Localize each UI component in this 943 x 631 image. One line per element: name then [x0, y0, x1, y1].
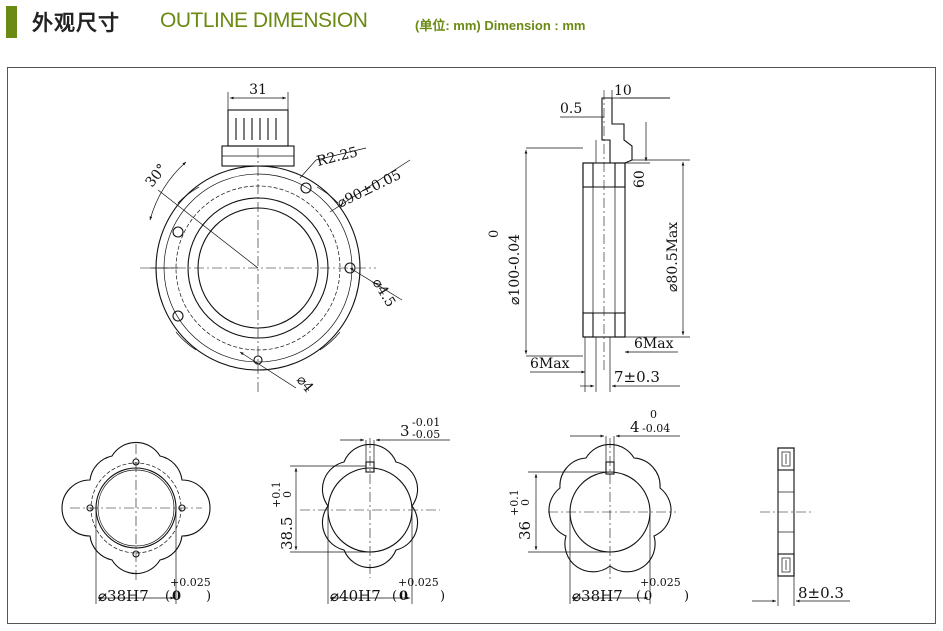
- v3-tol-lower: 0: [644, 589, 652, 604]
- bottom-view-3: 4 0 -0.04 36 +0.1 0 ⌀38H7 +0.025 ( 0 ): [508, 408, 689, 605]
- v2-height-tol-upper: +0.1: [270, 481, 283, 508]
- dim-top-offset: 0.5: [560, 101, 582, 117]
- svg-text:): ): [440, 589, 445, 604]
- dim-outer-dia-tol: 0: [487, 230, 502, 238]
- v3-height-tol-upper: +0.1: [508, 489, 521, 516]
- bottom-view-2: 3 -0.01 -0.05 38.5 +0.1 0 ⌀40H7 +0.025 (…: [270, 416, 450, 605]
- bottom-view-4: 8±0.3: [752, 447, 850, 606]
- dim-width-31: 31: [249, 82, 267, 98]
- side-view: 10 0.5 0 ⌀100-0.04 60 ⌀80.5Max 6Max 6Max…: [487, 83, 690, 392]
- dim-angle: 30°: [143, 161, 171, 190]
- drawing-frame: [7, 67, 936, 624]
- v4-thickness: 8±0.3: [798, 584, 844, 602]
- dim-hole-dia: ⌀4.5: [369, 276, 399, 311]
- v3-key-width: 4: [630, 418, 640, 436]
- title-accent-bar: [6, 6, 17, 38]
- dim-top-width: 10: [614, 83, 632, 99]
- unit-note: (单位: mm) Dimension : mm: [415, 18, 586, 33]
- svg-text:): ): [684, 589, 689, 604]
- svg-text:(: (: [392, 589, 397, 604]
- v3-height: 36: [516, 521, 534, 540]
- v3-key-tol-lower: -0.04: [642, 422, 670, 435]
- front-view: 31 R2.25 ⌀90±0.05 ⌀4.5 30°: [140, 82, 411, 396]
- header: 外观尺寸 OUTLINE DIMENSION (单位: mm) Dimensio…: [0, 0, 943, 46]
- v2-key-width: 3: [400, 422, 410, 440]
- title-chinese: 外观尺寸: [32, 11, 120, 35]
- v2-bore: ⌀40H7: [330, 587, 381, 605]
- v2-height: 38.5: [278, 517, 296, 550]
- dim-left-max: 6Max: [530, 356, 570, 372]
- svg-text:(: (: [636, 589, 641, 604]
- dim-small-hole: ⌀4: [293, 372, 316, 396]
- hole-top-right: [300, 182, 312, 194]
- dim-thickness: 7±0.3: [614, 368, 660, 386]
- v1-tol-upper: +0.025: [170, 576, 211, 589]
- svg-text:): ): [206, 589, 211, 604]
- dim-inner-height: 60: [632, 170, 648, 188]
- svg-text:(: (: [165, 589, 170, 604]
- title-english: OUTLINE DIMENSION: [160, 9, 368, 32]
- v3-height-tol-lower: 0: [519, 499, 532, 506]
- dim-radius: R2.25: [315, 144, 359, 170]
- v1-tol-lower: 0: [172, 589, 181, 604]
- v3-tol-upper: +0.025: [640, 576, 681, 589]
- v2-key-tol-upper: -0.01: [412, 416, 440, 429]
- dim-max-dia: ⌀80.5Max: [665, 222, 681, 292]
- v2-tol-upper: +0.025: [398, 576, 439, 589]
- dim-bolt-circle: ⌀90±0.05: [335, 167, 404, 212]
- v2-key-tol-lower: -0.05: [412, 428, 440, 441]
- dim-right-max: 6Max: [634, 336, 674, 352]
- v2-height-tol-lower: 0: [281, 491, 294, 498]
- dim-outer-dia: ⌀100-0.04: [507, 234, 523, 305]
- v3-bore: ⌀38H7: [572, 587, 623, 605]
- bottom-view-1: ⌀38H7 +0.025 ( 0 ): [61, 441, 211, 605]
- v3-key-tol-upper: 0: [650, 408, 657, 421]
- v1-bore: ⌀38H7: [98, 587, 149, 605]
- v2-tol-lower: 0: [399, 589, 408, 604]
